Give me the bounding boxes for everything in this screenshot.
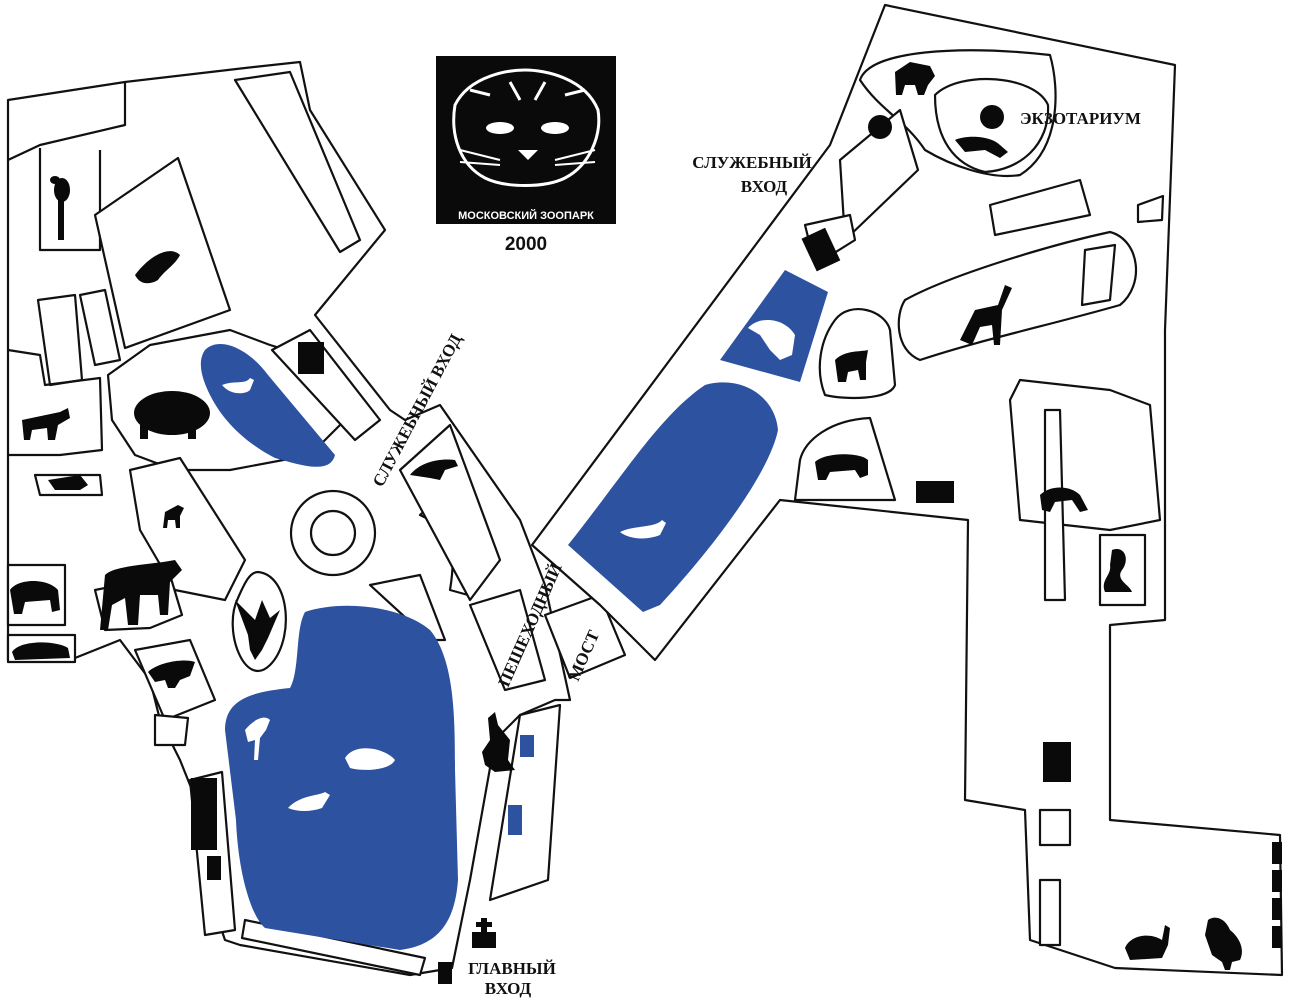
raven-icon xyxy=(410,459,458,480)
label-service-entrance-top-2: ВХОД xyxy=(741,177,788,196)
building xyxy=(207,856,221,880)
cheetah-icon xyxy=(955,136,1008,158)
swan-white-icon xyxy=(345,748,395,770)
eagle-icon xyxy=(235,600,280,660)
first-aid-icon xyxy=(472,918,496,948)
leopard-icon xyxy=(12,642,70,660)
building xyxy=(1272,842,1282,864)
bear-icon xyxy=(10,581,60,614)
zoo-logo: МОСКОВСКИЙ ЗООПАРК 2000 xyxy=(436,56,616,255)
building xyxy=(191,778,217,850)
kangaroo-icon xyxy=(482,712,515,772)
pond-main xyxy=(225,605,458,950)
goat-kid-icon xyxy=(163,505,184,528)
building xyxy=(916,481,954,503)
building xyxy=(801,227,841,272)
swan-icon xyxy=(222,378,254,394)
building-round xyxy=(868,115,892,139)
logo-year: 2000 xyxy=(505,234,547,255)
elephant-icon xyxy=(100,560,182,630)
label-main-entrance-2: ВХОД xyxy=(485,979,532,998)
mountain-goat-icon xyxy=(835,350,868,382)
rooster-icon xyxy=(1205,917,1242,970)
building xyxy=(1272,926,1282,948)
pelican-icon xyxy=(748,319,795,360)
lion-icon xyxy=(48,475,88,490)
pond-swan xyxy=(200,344,335,467)
water-bird-icons xyxy=(222,319,795,811)
flamingo-white-icon xyxy=(245,717,270,760)
horse-icon xyxy=(22,408,70,440)
building-round xyxy=(980,105,1004,129)
pool-small xyxy=(508,805,522,835)
rabbit-icon xyxy=(1125,925,1170,960)
logo-caption: МОСКОВСКИЙ ЗООПАРК xyxy=(458,209,594,222)
label-main-entrance-1: ГЛАВНЫЙ xyxy=(468,959,556,978)
building xyxy=(438,962,452,984)
building xyxy=(1043,742,1071,782)
seal-icon xyxy=(135,251,180,284)
pond-duck xyxy=(568,382,778,612)
manul-cat-logo-icon xyxy=(452,68,601,187)
tiger-icon xyxy=(148,660,195,688)
pool-small xyxy=(520,735,534,757)
duck-white-icon xyxy=(288,792,330,811)
old-territory xyxy=(6,60,572,984)
label-exotarium: ЭКЗОТАРИУМ xyxy=(1020,109,1141,128)
new-territory xyxy=(530,3,1284,977)
duck-icon xyxy=(620,520,666,539)
building xyxy=(1272,870,1282,892)
animal-icons xyxy=(10,62,1242,970)
giraffe-icon xyxy=(960,285,1012,345)
label-service-entrance-top-1: СЛУЖЕБНЫЙ xyxy=(692,153,812,172)
bison-icon xyxy=(134,391,210,439)
roundabout-inner xyxy=(309,509,357,557)
pedestrian-bridge xyxy=(543,593,627,680)
camel-icon xyxy=(895,62,935,95)
building xyxy=(298,342,324,374)
flamingo-icon xyxy=(50,176,70,240)
polar-bear-icon xyxy=(815,454,868,480)
building xyxy=(1272,898,1282,920)
cobra-icon xyxy=(1103,549,1132,592)
monkey-icon xyxy=(1040,487,1088,512)
